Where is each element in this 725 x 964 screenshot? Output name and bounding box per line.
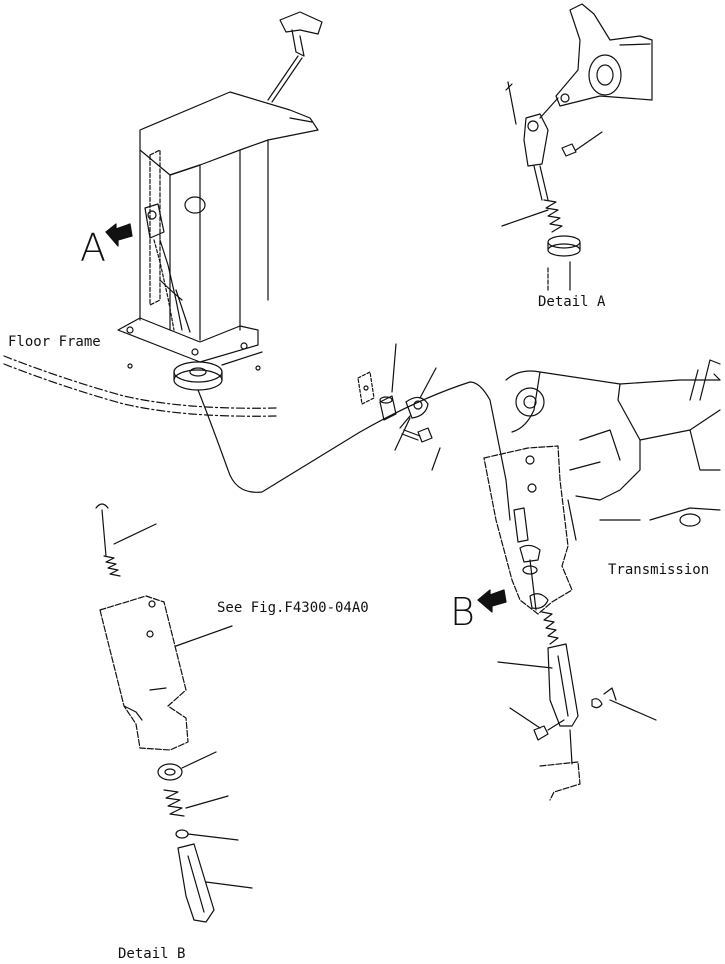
detail-a-caption: Detail A bbox=[538, 294, 606, 310]
see-fig-reference: See Fig.F4300-04A0 bbox=[217, 600, 369, 616]
control-tower bbox=[117, 11, 323, 391]
view-b-label: B bbox=[450, 590, 475, 634]
transmission-drawing bbox=[505, 359, 721, 541]
floor-frame-outline bbox=[3, 355, 277, 417]
bracket-b-installed bbox=[483, 445, 657, 801]
detail-b-caption: Detail B bbox=[118, 946, 186, 962]
control-cable bbox=[197, 381, 511, 521]
detail-a-drawing bbox=[501, 3, 653, 291]
view-arrows bbox=[105, 223, 507, 613]
detail-b-drawing bbox=[95, 503, 253, 923]
cable-clamp bbox=[357, 343, 441, 471]
floor-frame-label: Floor Frame bbox=[8, 334, 101, 350]
view-a-label: A bbox=[80, 226, 106, 270]
transmission-label: Transmission bbox=[608, 562, 710, 578]
